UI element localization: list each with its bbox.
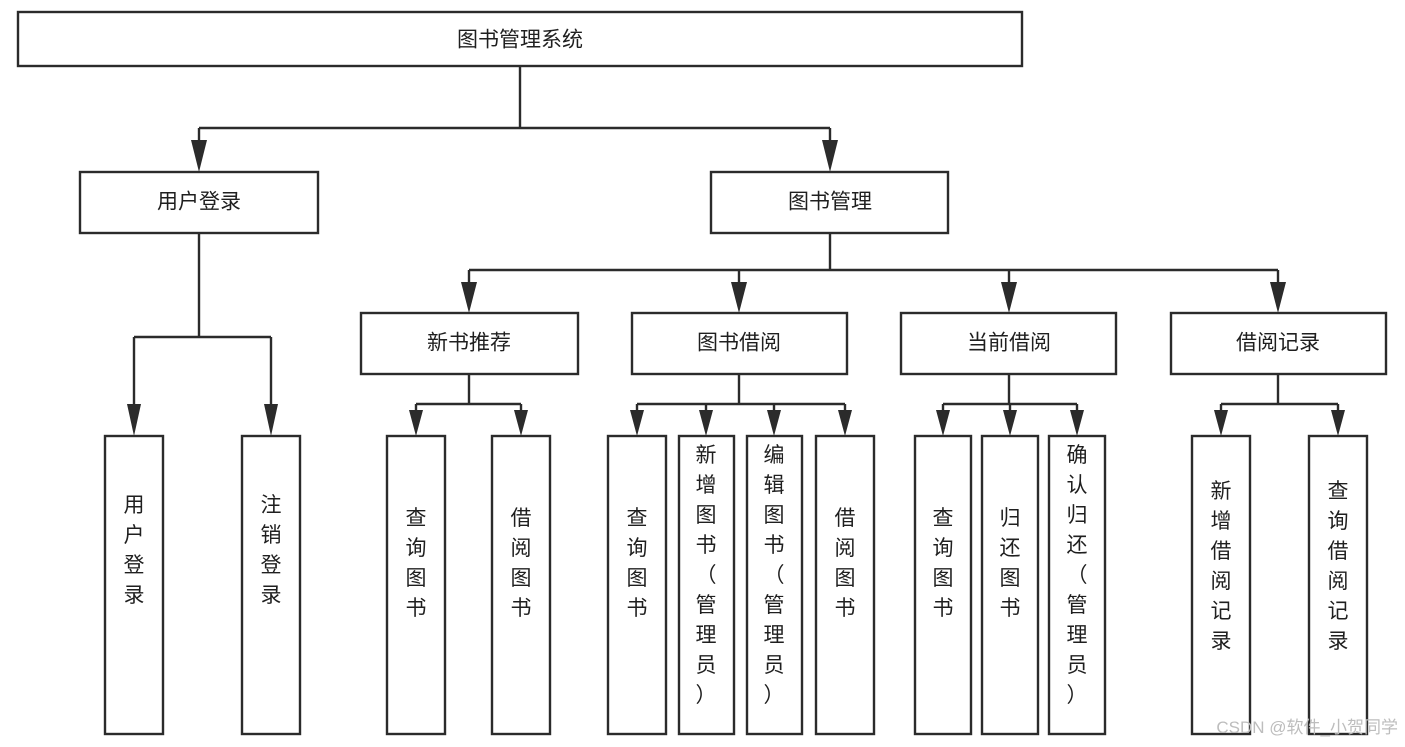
node-root-box[interactable] [16, 10, 1024, 68]
arrowhead-leaf-logout-login [264, 404, 278, 436]
arrowhead-user-login [191, 140, 207, 172]
node-root-label: 图书管理系统 [457, 29, 583, 52]
node-leaf-query-borrow-record-box[interactable] [1307, 434, 1369, 736]
node-leaf-user-login[interactable]: 用户登录 [103, 434, 165, 736]
node-leaf-borrow-book-2[interactable]: 借阅图书 [814, 434, 876, 736]
arrowhead-leaf-query-book-3 [936, 410, 950, 436]
node-leaf-confirm-return-admin[interactable]: 确认归还（管理员） [1047, 434, 1107, 736]
node-user-login-label: 用户登录 [157, 191, 241, 214]
node-leaf-add-book-admin[interactable]: 新增图书（管理员） [677, 434, 736, 736]
node-leaf-borrow-book-1-label: 借阅图书 [511, 507, 532, 620]
arrowhead-new-book-recommend [461, 282, 477, 313]
node-leaf-add-book-admin-box[interactable] [677, 434, 736, 736]
node-current-borrow[interactable]: 当前借阅 [899, 311, 1118, 376]
node-leaf-query-book-2-box[interactable] [606, 434, 668, 736]
node-new-book-recommend[interactable]: 新书推荐 [359, 311, 580, 376]
node-book-management-label: 图书管理 [788, 191, 872, 214]
node-leaf-query-book-2[interactable]: 查询图书 [606, 434, 668, 736]
node-leaf-add-book-admin-label: 新增图书（管理员） [696, 444, 717, 707]
node-leaf-user-login-box[interactable] [103, 434, 165, 736]
node-user-login-box[interactable] [78, 170, 320, 235]
node-current-borrow-label: 当前借阅 [967, 332, 1051, 355]
node-borrow-record-box[interactable] [1169, 311, 1388, 376]
node-leaf-query-book-1-box[interactable] [385, 434, 447, 736]
node-leaf-borrow-book-1-box[interactable] [490, 434, 552, 736]
arrowhead-current-borrow [1001, 282, 1017, 313]
arrowhead-leaf-edit-book-admin [767, 410, 781, 436]
arrowhead-leaf-add-book-admin [699, 410, 713, 436]
node-leaf-return-book-box[interactable] [980, 434, 1040, 736]
node-book-management[interactable]: 图书管理 [709, 170, 950, 235]
node-leaf-confirm-return-admin-label: 确认归还（管理员） [1067, 444, 1088, 707]
node-leaf-user-login-label: 用户登录 [124, 494, 145, 607]
arrowhead-leaf-query-book-1 [409, 410, 423, 436]
node-leaf-query-book-3[interactable]: 查询图书 [913, 434, 973, 736]
arrowhead-leaf-confirm-return-admin [1070, 410, 1084, 436]
arrowhead-leaf-query-borrow-record [1331, 410, 1345, 436]
node-leaf-edit-book-admin[interactable]: 编辑图书（管理员） [745, 434, 804, 736]
node-leaf-query-borrow-record-label: 查询借阅记录 [1328, 480, 1349, 653]
node-leaf-query-book-2-label: 查询图书 [627, 507, 648, 620]
arrowhead-book-management [822, 140, 838, 172]
node-leaf-query-book-1-label: 查询图书 [406, 507, 427, 620]
node-book-management-box[interactable] [709, 170, 950, 235]
node-leaf-edit-book-admin-label: 编辑图书（管理员） [764, 444, 785, 707]
node-new-book-recommend-label: 新书推荐 [427, 332, 511, 355]
node-leaf-logout-login[interactable]: 注销登录 [240, 434, 302, 736]
csdn-watermark: CSDN @软件_小贺同学 [1216, 718, 1398, 737]
node-leaf-borrow-book-1[interactable]: 借阅图书 [490, 434, 552, 736]
node-leaf-query-book-3-label: 查询图书 [933, 507, 954, 620]
node-leaf-add-borrow-record-box[interactable] [1190, 434, 1252, 736]
arrowhead-leaf-add-borrow-record [1214, 410, 1228, 436]
connector-layer [127, 66, 1345, 436]
node-book-borrow-box[interactable] [630, 311, 849, 376]
node-new-book-recommend-box[interactable] [359, 311, 580, 376]
node-borrow-record[interactable]: 借阅记录 [1169, 311, 1388, 376]
node-leaf-return-book[interactable]: 归还图书 [980, 434, 1040, 736]
node-leaf-query-book-3-box[interactable] [913, 434, 973, 736]
node-leaf-query-book-1[interactable]: 查询图书 [385, 434, 447, 736]
node-user-login[interactable]: 用户登录 [78, 170, 320, 235]
node-borrow-record-label: 借阅记录 [1236, 332, 1320, 355]
node-book-borrow[interactable]: 图书借阅 [630, 311, 849, 376]
node-leaf-query-borrow-record[interactable]: 查询借阅记录 [1307, 434, 1369, 736]
node-current-borrow-box[interactable] [899, 311, 1118, 376]
node-leaf-borrow-book-2-label: 借阅图书 [835, 507, 856, 620]
arrowhead-book-borrow [731, 282, 747, 313]
arrowhead-borrow-record [1270, 282, 1286, 313]
node-leaf-add-borrow-record[interactable]: 新增借阅记录 [1190, 434, 1252, 736]
arrowhead-leaf-borrow-book-1 [514, 410, 528, 436]
node-leaf-borrow-book-2-box[interactable] [814, 434, 876, 736]
arrowhead-leaf-query-book-2 [630, 410, 644, 436]
arrowhead-leaf-borrow-book-2 [838, 410, 852, 436]
arrowhead-leaf-return-book [1003, 410, 1017, 436]
arrowhead-leaf-user-login [127, 404, 141, 436]
node-leaf-confirm-return-admin-box[interactable] [1047, 434, 1107, 736]
node-leaf-edit-book-admin-box[interactable] [745, 434, 804, 736]
node-leaf-logout-login-label: 注销登录 [261, 494, 282, 607]
node-leaf-return-book-label: 归还图书 [1000, 507, 1021, 620]
node-leaf-logout-login-box[interactable] [240, 434, 302, 736]
node-book-borrow-label: 图书借阅 [697, 332, 781, 355]
node-leaf-add-borrow-record-label: 新增借阅记录 [1211, 480, 1232, 653]
node-root[interactable]: 图书管理系统 [16, 10, 1024, 68]
